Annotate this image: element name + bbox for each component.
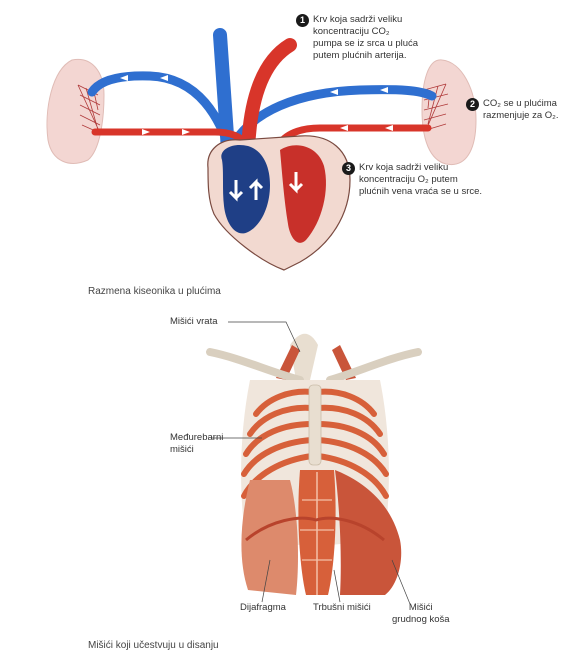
heart-icon xyxy=(207,135,351,271)
note-line: plućnih vena vraća se u srce. xyxy=(359,186,483,197)
diaphragm-label: Dijafragma xyxy=(240,602,286,613)
muscles-caption: Mišići koji učestvuju u disanju xyxy=(88,640,219,651)
note-1-text: Krv koja sadrži veliku koncentraciju CO₂… xyxy=(313,14,418,62)
label-line: Međurebarni xyxy=(170,432,224,443)
leader-lines xyxy=(212,321,411,605)
neck-muscles-label: Mišići vrata xyxy=(170,316,218,327)
heart-lung-diagram xyxy=(46,28,477,271)
note-line: razmenjuje za O₂. xyxy=(483,110,559,121)
abdominal-muscles-icon xyxy=(298,470,336,595)
right-lung-icon xyxy=(421,59,477,166)
note-2-text: CO₂ se u plućima razmenjuje za O₂. xyxy=(483,98,559,122)
note-line: Krv koja sadrži veliku xyxy=(359,162,449,173)
intercostal-muscles-label: Međurebarni mišići xyxy=(170,432,223,456)
chest-muscles-label: Mišići grudnog koša xyxy=(392,602,450,626)
note-1-number: 1 xyxy=(296,14,309,27)
note-2-number: 2 xyxy=(466,98,479,111)
note-line: pumpa se iz srca u pluća xyxy=(313,38,419,49)
note-line: koncentraciju CO₂ xyxy=(313,26,390,37)
note-line: putem plućnih arterija. xyxy=(313,50,407,61)
chest-muscles-icon xyxy=(241,470,402,595)
note-line: koncentraciju O₂ putem xyxy=(359,174,458,185)
label-line: Mišići xyxy=(408,602,433,613)
note-line: CO₂ se u plućima xyxy=(483,98,557,109)
rib-cage-icon xyxy=(241,380,389,545)
circulation-caption: Razmena kiseonika u plućima xyxy=(88,286,221,297)
clavicle-icon xyxy=(206,348,422,384)
left-lung-icon xyxy=(46,58,105,164)
neck-muscles-icon xyxy=(276,333,356,380)
note-3-text: Krv koja sadrži veliku koncentraciju O₂ … xyxy=(359,162,482,198)
flow-arrows xyxy=(120,75,393,135)
note-line: Krv koja sadrži veliku xyxy=(313,14,403,25)
label-line: mišići xyxy=(170,444,194,455)
label-line: grudnog koša xyxy=(392,614,450,625)
diaphragm-icon xyxy=(245,516,385,542)
abdominal-muscles-label: Trbušni mišići xyxy=(313,602,371,613)
note-3-number: 3 xyxy=(342,162,355,175)
